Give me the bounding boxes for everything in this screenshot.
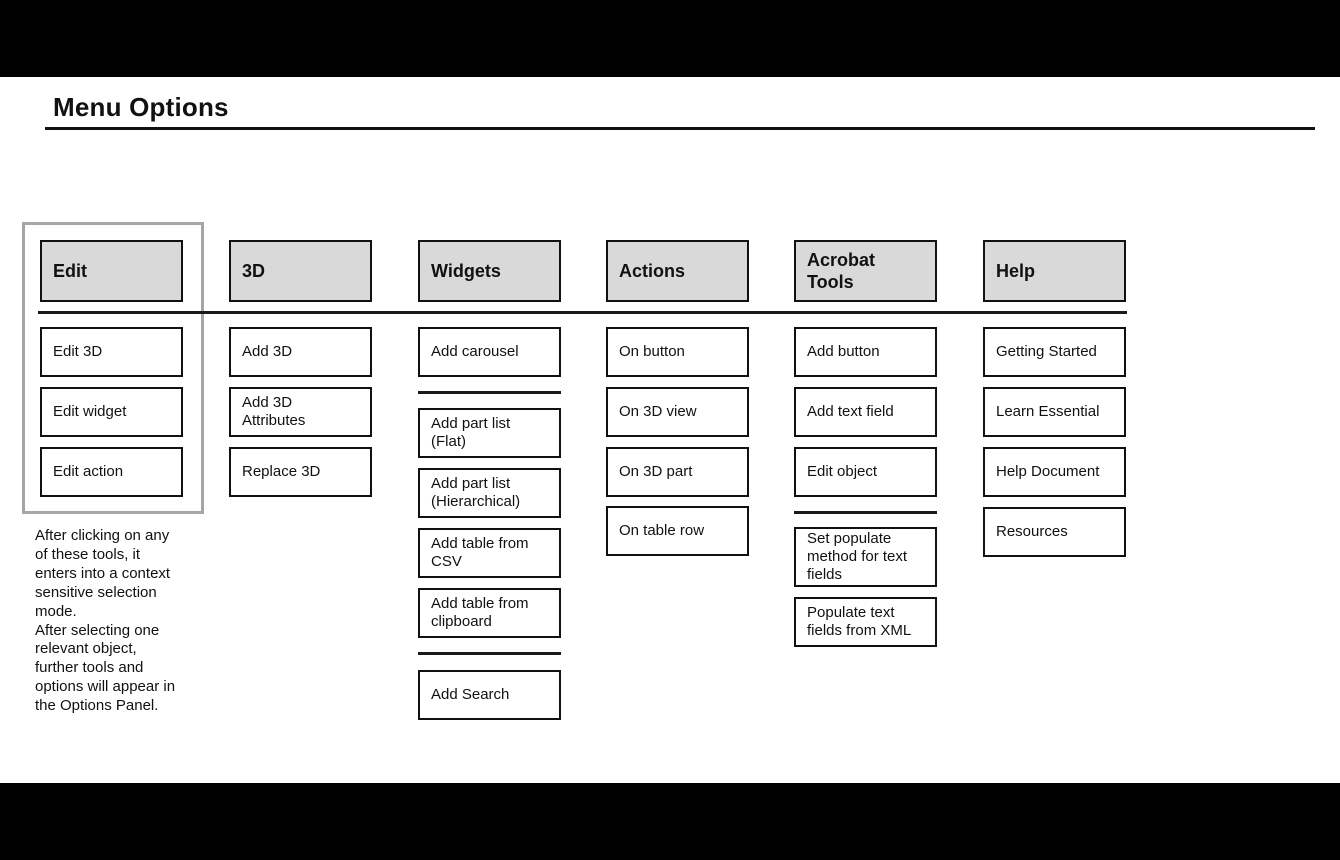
- column-actions: Actions On button On 3D view On 3D part …: [606, 0, 749, 860]
- title-rule: [45, 127, 1315, 130]
- menu-item-add-part-list-flat[interactable]: Add part list (Flat): [418, 408, 561, 458]
- top-black-bar: [0, 0, 1340, 77]
- menu-separator: [418, 391, 561, 394]
- column-3d: 3D Add 3D Add 3D Attributes Replace 3D: [229, 0, 372, 860]
- bottom-black-bar: [0, 783, 1340, 860]
- menu-item-on-3d-part[interactable]: On 3D part: [606, 447, 749, 497]
- menu-item-add-table-from-csv[interactable]: Add table from CSV: [418, 528, 561, 578]
- menu-header-rule: [38, 311, 1127, 314]
- menu-item-set-populate-method[interactable]: Set populate method for text fields: [794, 527, 937, 587]
- page-title: Menu Options: [53, 92, 229, 122]
- menu-separator: [418, 652, 561, 655]
- menu-item-populate-from-xml[interactable]: Populate text fields from XML: [794, 597, 937, 647]
- menu-item-on-3d-view[interactable]: On 3D view: [606, 387, 749, 437]
- menu-item-edit-action[interactable]: Edit action: [40, 447, 183, 497]
- menu-item-help-document[interactable]: Help Document: [983, 447, 1126, 497]
- menu-item-edit-3d[interactable]: Edit 3D: [40, 327, 183, 377]
- menu-item-resources[interactable]: Resources: [983, 507, 1126, 557]
- menu-header-help[interactable]: Help: [983, 240, 1126, 302]
- edit-column-highlight-outline: [22, 222, 204, 514]
- menu-header-3d[interactable]: 3D: [229, 240, 372, 302]
- menu-header-widgets[interactable]: Widgets: [418, 240, 561, 302]
- menu-item-add-part-list-hierarchical[interactable]: Add part list (Hierarchical): [418, 468, 561, 518]
- menu-item-add-carousel[interactable]: Add carousel: [418, 327, 561, 377]
- menu-header-actions[interactable]: Actions: [606, 240, 749, 302]
- menu-item-add-button[interactable]: Add button: [794, 327, 937, 377]
- menu-separator: [794, 511, 937, 514]
- column-acrobat-tools: Acrobat Tools Add button Add text field …: [794, 0, 937, 860]
- menu-item-getting-started[interactable]: Getting Started: [983, 327, 1126, 377]
- menu-item-add-text-field[interactable]: Add text field: [794, 387, 937, 437]
- column-edit: Edit Edit 3D Edit widget Edit action: [40, 0, 183, 860]
- menu-item-add-3d[interactable]: Add 3D: [229, 327, 372, 377]
- menu-item-on-button[interactable]: On button: [606, 327, 749, 377]
- menu-item-learn-essential[interactable]: Learn Essential: [983, 387, 1126, 437]
- menu-header-edit[interactable]: Edit: [40, 240, 183, 302]
- menu-item-edit-object[interactable]: Edit object: [794, 447, 937, 497]
- menu-item-on-table-row[interactable]: On table row: [606, 506, 749, 556]
- menu-header-acrobat-tools[interactable]: Acrobat Tools: [794, 240, 937, 302]
- menu-item-add-3d-attributes[interactable]: Add 3D Attributes: [229, 387, 372, 437]
- note-text: After clicking on any of these tools, it…: [35, 527, 176, 715]
- menu-item-add-table-from-clipboard[interactable]: Add table from clipboard: [418, 588, 561, 638]
- column-widgets: Widgets Add carousel Add part list (Flat…: [418, 0, 561, 860]
- menu-item-edit-widget[interactable]: Edit widget: [40, 387, 183, 437]
- menu-item-replace-3d[interactable]: Replace 3D: [229, 447, 372, 497]
- column-help: Help Getting Started Learn Essential Hel…: [983, 0, 1126, 860]
- menu-item-add-search[interactable]: Add Search: [418, 670, 561, 720]
